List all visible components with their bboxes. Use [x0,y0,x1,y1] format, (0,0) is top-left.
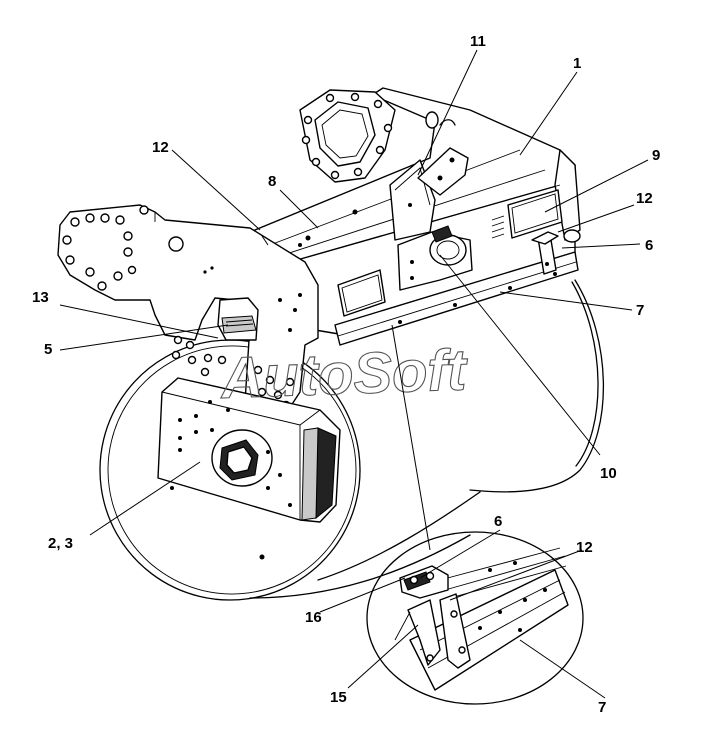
callout-15: 15 [330,689,347,706]
callout-11: 11 [470,33,486,50]
callout-9: 9 [652,147,660,164]
left-side-plate [57,204,319,419]
watermark: AutoSoft [218,337,470,411]
drum-motor-plate [157,377,341,523]
callout-8: 8 [268,173,276,190]
callout-12-top: 12 [152,139,169,156]
callout-12-right: 12 [636,190,653,207]
drum [99,279,605,601]
callout-13: 13 [32,289,49,306]
callout-labels: 1 11 12 8 9 12 6 13 5 7 10 2, 3 6 12 16 … [32,33,660,716]
callout-7-right: 7 [636,302,644,319]
rear-rubber-mount [299,89,396,183]
callout-16: 16 [305,609,322,626]
callout-5: 5 [44,341,52,358]
callout-1: 1 [573,55,581,72]
callout-10: 10 [600,465,617,482]
callout-6-right: 6 [645,237,653,254]
callout-2-3: 2, 3 [48,535,73,552]
leader-lines [59,49,649,699]
callout-6-detail: 6 [494,513,502,530]
callout-7-detail: 7 [598,699,606,716]
callout-12-detail: 12 [576,539,593,556]
detail-view [366,531,584,705]
